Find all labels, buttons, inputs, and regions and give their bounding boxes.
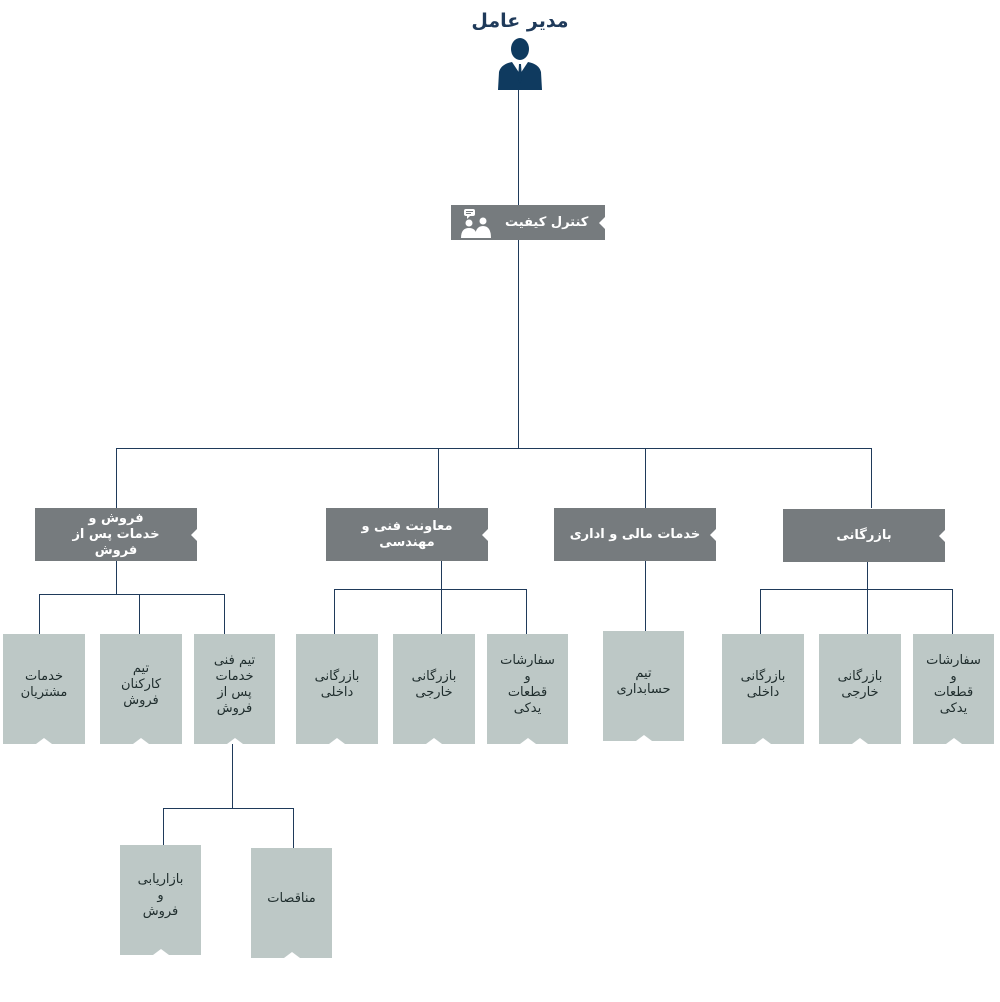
connector-line: [867, 561, 868, 634]
department-sales[interactable]: فروش و خدمات پس از فروش: [35, 508, 197, 561]
unit-sales-staff-label: تیم کارکنان فروش: [120, 661, 162, 708]
notch-decoration: [635, 735, 652, 741]
connector-line: [139, 594, 140, 634]
unit-commerce-domestic[interactable]: بازرگانی داخلی: [722, 634, 804, 744]
connector-line: [645, 561, 646, 631]
notch-decoration: [152, 949, 169, 955]
connector-line: [39, 594, 40, 634]
notch-decoration: [945, 738, 962, 744]
connector-line: [116, 448, 872, 449]
connector-line: [334, 589, 335, 634]
unit-tech-orders[interactable]: سفارشات و قطعات یدکی: [487, 634, 568, 744]
notch-decoration: [599, 216, 605, 229]
support-person-icon: [461, 209, 491, 238]
unit-after-sales-tech-label: تیم فنی خدمات پس از فروش: [213, 653, 256, 716]
unit-commerce-orders[interactable]: سفارشات و قطعات یدکی: [913, 634, 994, 744]
unit-commerce-orders-label: سفارشات و قطعات یدکی: [926, 653, 981, 716]
notch-decoration: [226, 738, 243, 744]
connector-line: [952, 589, 953, 634]
ceo-title: مدیر عامل: [471, 10, 569, 32]
department-sales-label: فروش و خدمات پس از فروش: [72, 510, 160, 558]
connector-line: [438, 448, 439, 508]
connector-line: [645, 448, 646, 508]
unit-marketing-label: بازاریابی و فروش: [137, 872, 184, 919]
unit-tech-domestic[interactable]: بازرگانی داخلی: [296, 634, 378, 744]
unit-customer-service[interactable]: خدمات مشتریان: [3, 634, 85, 744]
unit-commerce-foreign[interactable]: بازرگانی خارجی: [819, 634, 901, 744]
notch-decoration: [191, 528, 197, 541]
department-technical-label: معاونت فنی و مهندسی: [361, 518, 453, 550]
department-technical[interactable]: معاونت فنی و مهندسی: [326, 508, 488, 561]
connector-line: [39, 594, 225, 595]
unit-tenders[interactable]: مناقصات: [251, 848, 332, 958]
notch-decoration: [283, 952, 300, 958]
unit-accounting-label: تیم حسابداری: [616, 666, 671, 697]
unit-tech-foreign[interactable]: بازرگانی خارجی: [393, 634, 475, 744]
connector-line: [760, 589, 953, 590]
connector-line: [526, 589, 527, 634]
notch-decoration: [36, 738, 52, 744]
connector-line: [334, 589, 527, 590]
notch-decoration: [426, 738, 442, 744]
department-finance-label: خدمات مالی و اداری: [569, 526, 701, 542]
connector-line: [871, 448, 872, 508]
unit-tenders-label: مناقصات: [267, 891, 316, 906]
connector-line: [441, 561, 442, 634]
connector-line: [518, 240, 519, 448]
notch-decoration: [755, 738, 771, 744]
connector-line: [163, 808, 294, 809]
unit-customer-service-label: خدمات مشتریان: [20, 669, 68, 700]
unit-commerce-foreign-label: بازرگانی خارجی: [837, 669, 883, 700]
notch-decoration: [133, 738, 149, 744]
notch-decoration: [939, 529, 945, 542]
connector-line: [163, 808, 164, 845]
notch-decoration: [852, 738, 868, 744]
notch-decoration: [329, 738, 345, 744]
connector-line: [293, 808, 294, 848]
notch-decoration: [710, 528, 716, 541]
unit-tech-foreign-label: بازرگانی خارجی: [411, 669, 457, 700]
unit-accounting[interactable]: تیم حسابداری: [603, 631, 684, 741]
connector-line: [760, 589, 761, 634]
notch-decoration: [482, 528, 488, 541]
connector-line: [232, 744, 233, 808]
unit-after-sales-tech[interactable]: تیم فنی خدمات پس از فروش: [194, 634, 275, 744]
connector-line: [116, 448, 117, 508]
connector-line: [224, 594, 225, 634]
department-finance[interactable]: خدمات مالی و اداری: [554, 508, 716, 561]
connector-line: [116, 561, 117, 594]
department-commerce-label: بازرگانی: [836, 527, 892, 543]
unit-commerce-domestic-label: بازرگانی داخلی: [740, 669, 786, 700]
connector-line: [518, 90, 519, 206]
department-commerce[interactable]: بازرگانی: [783, 509, 945, 562]
unit-marketing[interactable]: بازاریابی و فروش: [120, 845, 201, 955]
quality-control-node[interactable]: کنترل کیفیت: [451, 205, 605, 240]
unit-tech-domestic-label: بازرگانی داخلی: [314, 669, 360, 700]
unit-tech-orders-label: سفارشات و قطعات یدکی: [500, 653, 555, 716]
unit-sales-staff[interactable]: تیم کارکنان فروش: [100, 634, 182, 744]
businessman-icon: [498, 38, 542, 90]
quality-control-label: کنترل کیفیت: [505, 214, 589, 230]
notch-decoration: [519, 738, 536, 744]
